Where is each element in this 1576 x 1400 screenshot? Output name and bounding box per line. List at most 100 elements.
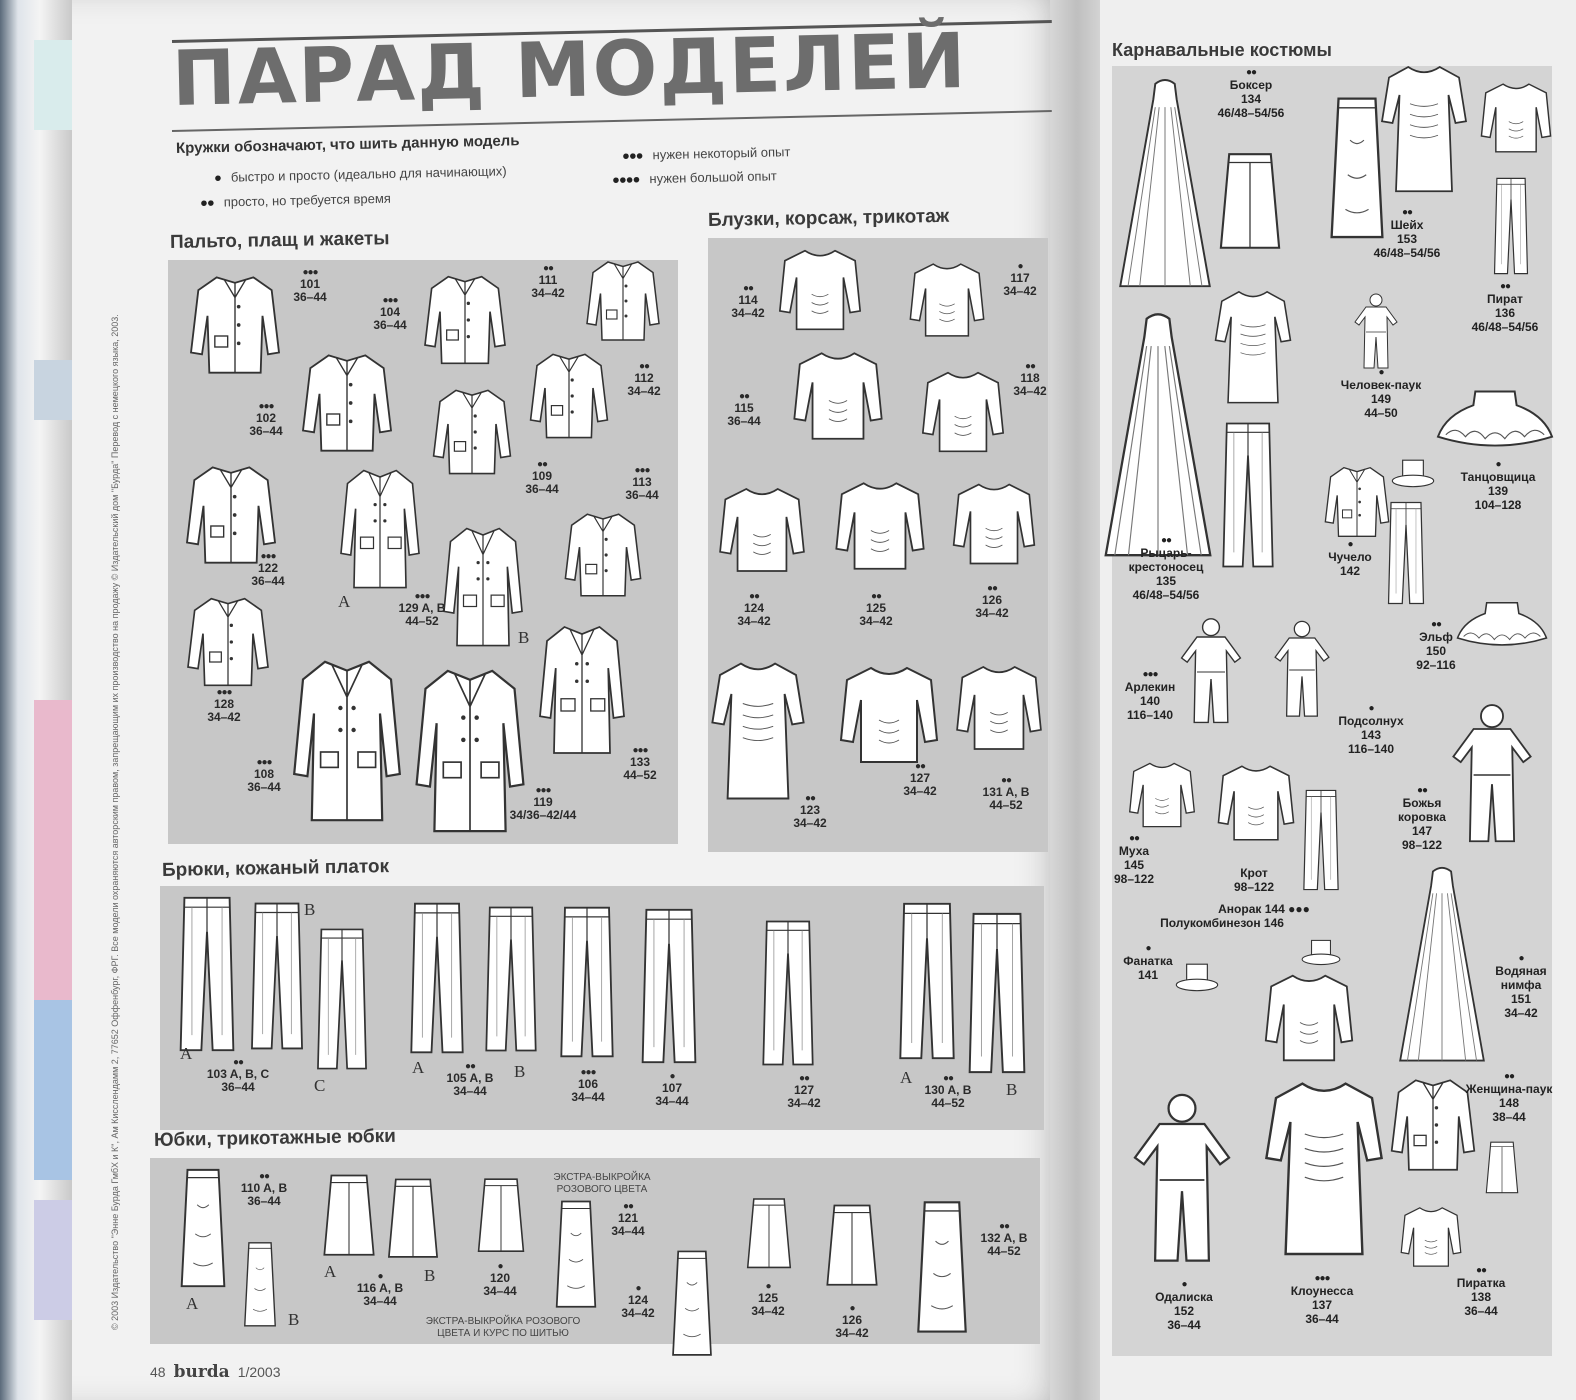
- garment-114: [770, 244, 870, 336]
- variant-letter-b: B: [514, 1062, 526, 1081]
- costume-elf: [1456, 590, 1548, 660]
- garment-126-skirt: [822, 1202, 882, 1290]
- garment-117: [892, 258, 1002, 342]
- garment-118: [908, 366, 1018, 458]
- garment-133: [530, 620, 634, 760]
- costume-spiderwoman-skirt: [1472, 1140, 1532, 1196]
- variant-letter-b: B: [1006, 1080, 1018, 1099]
- garment-106: [556, 904, 618, 1060]
- garment-104: [420, 270, 510, 370]
- garment-129-a: [330, 464, 430, 594]
- garment-130-b: [966, 910, 1028, 1076]
- costume-sunflower: [1270, 612, 1334, 728]
- costume-ladybug: [1446, 700, 1538, 850]
- variant-letter-a: A: [338, 592, 351, 611]
- copyright-side-note: © 2003 Издательство "Энне Бурда ГмбХ и К…: [110, 314, 120, 1330]
- costume-spiderman: [1344, 292, 1408, 372]
- garment-101: [180, 270, 290, 380]
- garment-102: [292, 348, 402, 458]
- costume-label-overalls: Полукомбинезон 146: [1160, 916, 1284, 930]
- variant-letter-b: B: [304, 900, 316, 919]
- section-heading-blouses: Блузки, корсаж, трикотаж: [707, 205, 950, 231]
- garment-126: [952, 474, 1036, 574]
- costume-pirate-pants: [1478, 176, 1544, 276]
- costume-fly: [1112, 758, 1212, 832]
- variant-letter-b: B: [518, 628, 530, 647]
- page-title: ПАРАД МОДЕЛЕЙ: [170, 15, 969, 123]
- garment-125: [830, 476, 930, 576]
- costume-mole-anorak: [1216, 760, 1296, 846]
- garment-103-a: [176, 894, 238, 1054]
- variant-letter-b: B: [424, 1266, 436, 1285]
- variant-letter-c: C: [314, 1076, 326, 1095]
- garment-105-b: [480, 904, 542, 1054]
- garment-127-pants: [728, 918, 848, 1068]
- costume-odalisque: [1126, 1080, 1238, 1280]
- variant-letter-a: A: [180, 1044, 193, 1063]
- garment-124: [710, 482, 814, 578]
- garment-112: [522, 348, 616, 444]
- garment-121: [548, 1198, 604, 1312]
- costume-clown-top: [1264, 968, 1354, 1068]
- costume-scarecrow-pants: [1376, 500, 1436, 606]
- adjacent-page-edge: [0, 0, 72, 1400]
- extra-pattern-course-note: ЭКСТРА-ВЫКРОЙКА РОЗОВОГО ЦВЕТА И КУРС ПО…: [425, 1316, 581, 1339]
- garment-107: [638, 906, 700, 1066]
- garment-113: [556, 508, 650, 602]
- garment-132: [906, 1198, 978, 1338]
- costume-mole-overalls: [1292, 788, 1350, 892]
- costume-fan-hat: [1174, 960, 1220, 996]
- garment-123: [706, 656, 810, 808]
- section-heading-carnival: Карнавальные костюмы: [1112, 40, 1332, 60]
- costume-label-anorak: Анорак 144 ●●●: [1218, 902, 1310, 916]
- variant-letter-a: A: [324, 1262, 337, 1281]
- costume-boxer-shorts: [1212, 150, 1288, 254]
- variant-letter-b: B: [288, 1310, 300, 1329]
- brand-logo: burda: [173, 1362, 230, 1382]
- issue-number: 1/2003: [237, 1364, 281, 1380]
- garment-110-b: [232, 1240, 288, 1330]
- garment-128: [178, 592, 278, 692]
- garment-120: [474, 1176, 528, 1256]
